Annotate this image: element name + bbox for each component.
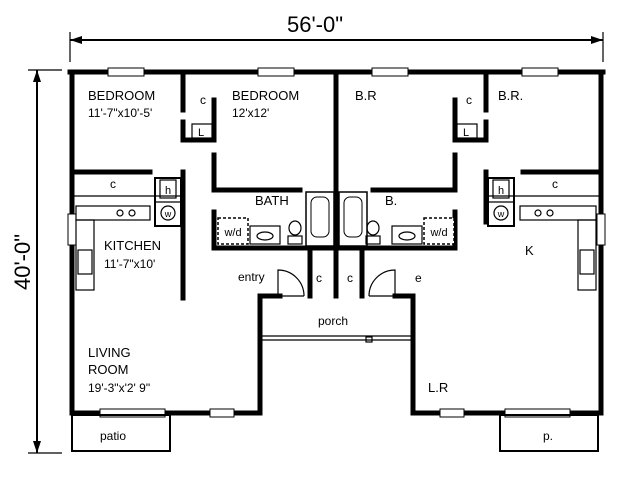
bedroom2-label: BEDROOM: [232, 88, 299, 103]
closet-label: c: [316, 271, 322, 285]
closet-label: c: [466, 93, 472, 107]
closet-label: c: [552, 177, 558, 191]
washer-label-right: w: [497, 209, 505, 219]
living-label-line1: LIVING: [88, 345, 131, 360]
right-entry-label: e: [415, 271, 422, 285]
right-bedroom2-label: B.R.: [498, 88, 523, 103]
kitchen-counters: [75, 205, 597, 291]
porch-label: porch: [318, 314, 348, 328]
vanities: [249, 225, 423, 245]
washer-dryer-label-left: w/d: [223, 227, 241, 239]
closet-label: c: [200, 93, 206, 107]
right-bath-label: B.: [385, 193, 397, 208]
bath-label: BATH: [255, 193, 289, 208]
porch: [262, 335, 411, 343]
width-dimension: [69, 32, 604, 62]
utility-boxes: [154, 177, 515, 227]
bedroom1-size: 11'-7"x10'-5': [88, 106, 152, 120]
patios: [71, 414, 599, 452]
right-patio-label: p.: [543, 429, 553, 443]
heater-label-right: h: [498, 185, 504, 197]
kitchen-size: 11'-7"x10': [104, 257, 155, 271]
entry-doors: [277, 269, 396, 297]
washer-label-left: w: [164, 209, 172, 219]
bedroom1-label: BEDROOM: [88, 88, 155, 103]
toilets: [287, 220, 381, 245]
right-bedroom1-label: B.R: [355, 88, 377, 103]
bathtubs: [305, 191, 368, 247]
interior-walls: [69, 69, 604, 343]
depth-label: 40'-0": [10, 234, 35, 290]
depth-dimension: [28, 69, 62, 454]
washer-dryer-label-right: w/d: [429, 227, 447, 239]
washer-dryer-closets: [217, 217, 455, 245]
right-living-label: L.R: [428, 380, 448, 395]
closet-label: c: [347, 271, 353, 285]
living-label-line2: ROOM: [88, 362, 128, 377]
entry-label: entry: [238, 270, 265, 284]
closet-label: c: [110, 177, 116, 191]
linen-label: L: [463, 127, 469, 139]
patio-label: patio: [100, 429, 126, 443]
linen-closets: [191, 123, 478, 139]
width-label: 56'-0": [287, 12, 343, 37]
linen-label: L: [198, 127, 204, 139]
right-kitchen-label: K: [525, 243, 534, 258]
bedroom2-size: 12'x12': [232, 106, 269, 120]
living-size: 19'-3"x'2' 9": [88, 381, 150, 395]
kitchen-label: KITCHEN: [104, 238, 161, 253]
heater-label-left: h: [165, 185, 171, 197]
windows: [67, 67, 606, 418]
